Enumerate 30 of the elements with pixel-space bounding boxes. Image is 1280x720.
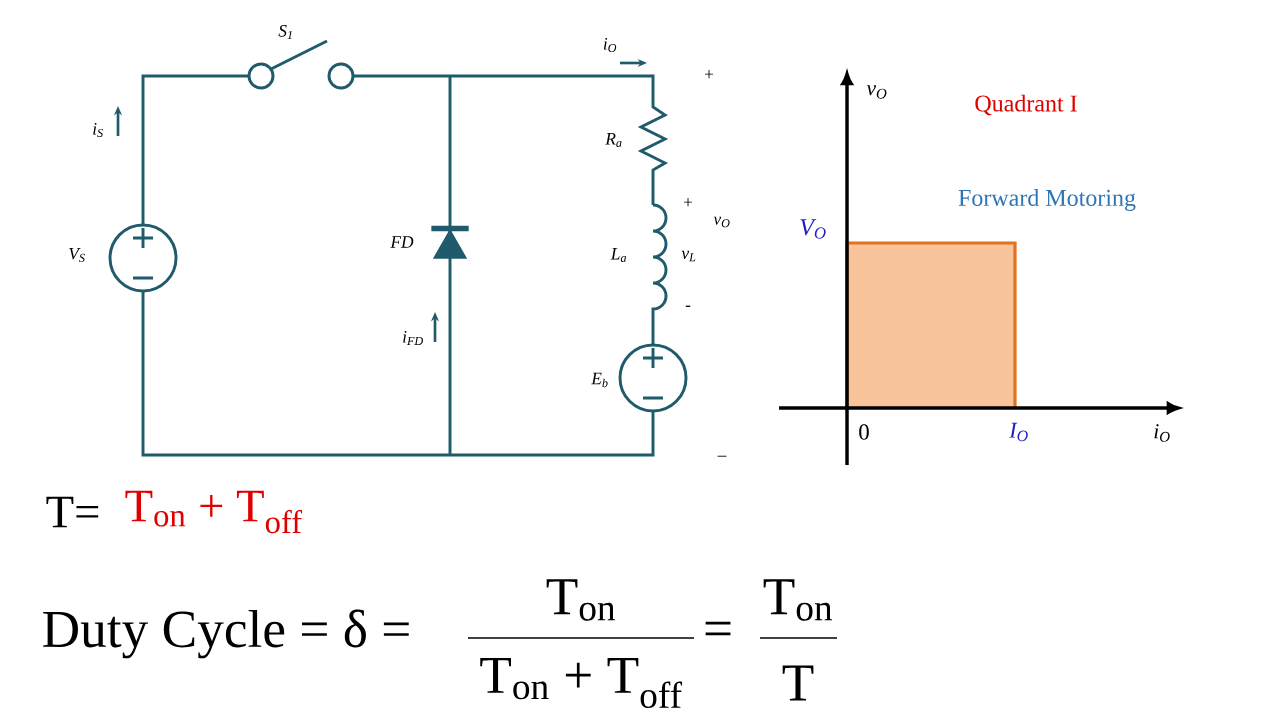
- voltage-label: v$_{O}$: [713, 216, 730, 228]
- component-label: S$_{1}$: [278, 25, 292, 39]
- polarity-sign: +: [705, 70, 714, 79]
- quadrant-label: Quadrant I: [975, 94, 1077, 116]
- component-label: R$_{a}$: [605, 133, 622, 147]
- component-label: L$_{a}$: [610, 248, 627, 262]
- formula-text: T: [782, 665, 814, 701]
- formula-text: T$_{on}$: [546, 579, 616, 621]
- formula-text: T$_{on}$ + T$_{off}$: [125, 490, 303, 534]
- formula-text: T=: [46, 496, 99, 528]
- current-label: i$_{O}$: [603, 37, 617, 53]
- polarity-sign: –: [717, 455, 727, 457]
- current-label: i$_{FD}$: [403, 331, 423, 345]
- current-label: i$_{S}$: [93, 122, 103, 138]
- component-label: E$_{b}$: [591, 372, 608, 388]
- component-label: FD: [390, 236, 414, 248]
- formula-text: =: [705, 621, 731, 636]
- axis-label: v$_{O}$: [866, 85, 887, 99]
- polarity-sign: +: [684, 198, 693, 207]
- axis-value-label: V$_{O}$: [800, 219, 826, 239]
- voltage-label: v$_{L}$: [681, 250, 696, 262]
- formula-text: T$_{on}$ + T$_{off}$: [480, 657, 683, 709]
- axis-value-label: I$_{O}$: [1009, 422, 1028, 442]
- quadrant-label: Forward Motoring: [958, 189, 1136, 211]
- formula-text: Duty Cycle = δ =: [43, 609, 409, 659]
- axis-label: i$_{O}$: [1154, 424, 1170, 442]
- tick-label: 0: [859, 424, 869, 440]
- component-label: V$_{S}$: [69, 248, 85, 262]
- polarity-sign: -: [685, 305, 691, 307]
- formula-text: T$_{on}$: [763, 579, 833, 621]
